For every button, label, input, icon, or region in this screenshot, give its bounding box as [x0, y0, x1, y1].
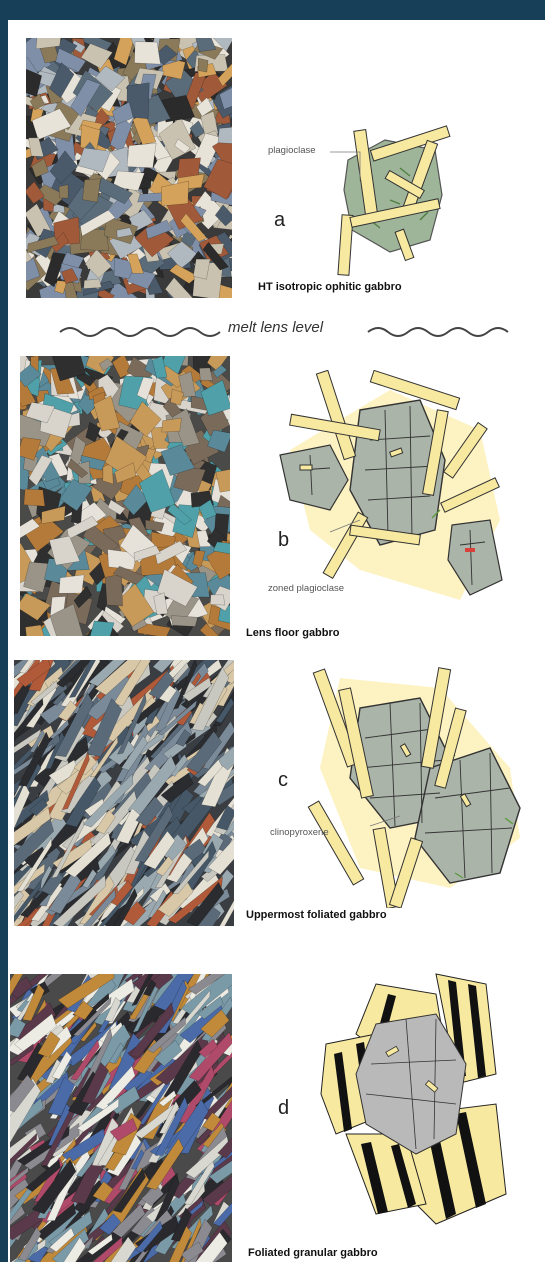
plagioclase-inclusion: [300, 465, 312, 470]
panel-letter-b: b: [278, 530, 289, 550]
label-zoned-plagioclase: zoned plagioclase: [268, 584, 344, 594]
diagram-b: [270, 370, 510, 610]
crystal-texture: [24, 489, 45, 506]
caption-d: Foliated granular gabbro: [248, 1248, 378, 1259]
photomicrograph-b: [20, 356, 230, 636]
photomicrograph-a: [26, 38, 232, 298]
wavy-line-right: [368, 328, 508, 336]
crystal-texture: [83, 179, 101, 202]
crystal-texture: [59, 185, 68, 198]
crystal-texture: [171, 616, 198, 627]
crystal-texture: [105, 574, 122, 606]
left-frame-bar: [0, 0, 8, 1262]
caption-c: Uppermost foliated gabbro: [246, 910, 387, 921]
photomicrograph-d: [10, 974, 232, 1262]
crystal-texture: [84, 279, 102, 289]
diagram-d: [316, 964, 516, 1234]
crystal-texture: [210, 595, 225, 605]
crystal-texture: [59, 575, 84, 594]
label-plagioclase: plagioclase: [268, 146, 316, 156]
caption-b: Lens floor gabbro: [246, 628, 340, 639]
wavy-line-left: [60, 328, 220, 336]
panel-letter-d: d: [278, 1098, 289, 1118]
photomicrograph-c: [14, 660, 234, 926]
red-inclusion: [465, 548, 475, 552]
panel-letter-a: a: [274, 210, 285, 230]
diagram-c: [300, 648, 530, 908]
crystal-texture: [198, 58, 208, 72]
panel-letter-c: c: [278, 770, 288, 790]
diagram-a: [330, 120, 460, 280]
caption-a: HT isotropic ophitic gabbro: [258, 282, 402, 293]
label-clinopyroxene: clinopyroxene: [270, 828, 329, 838]
crystal-texture: [218, 127, 232, 144]
top-frame-bar: [0, 0, 545, 20]
crystal-texture: [135, 42, 161, 64]
melt-lens-label: melt lens level: [228, 320, 323, 335]
crystal-texture: [127, 143, 156, 168]
